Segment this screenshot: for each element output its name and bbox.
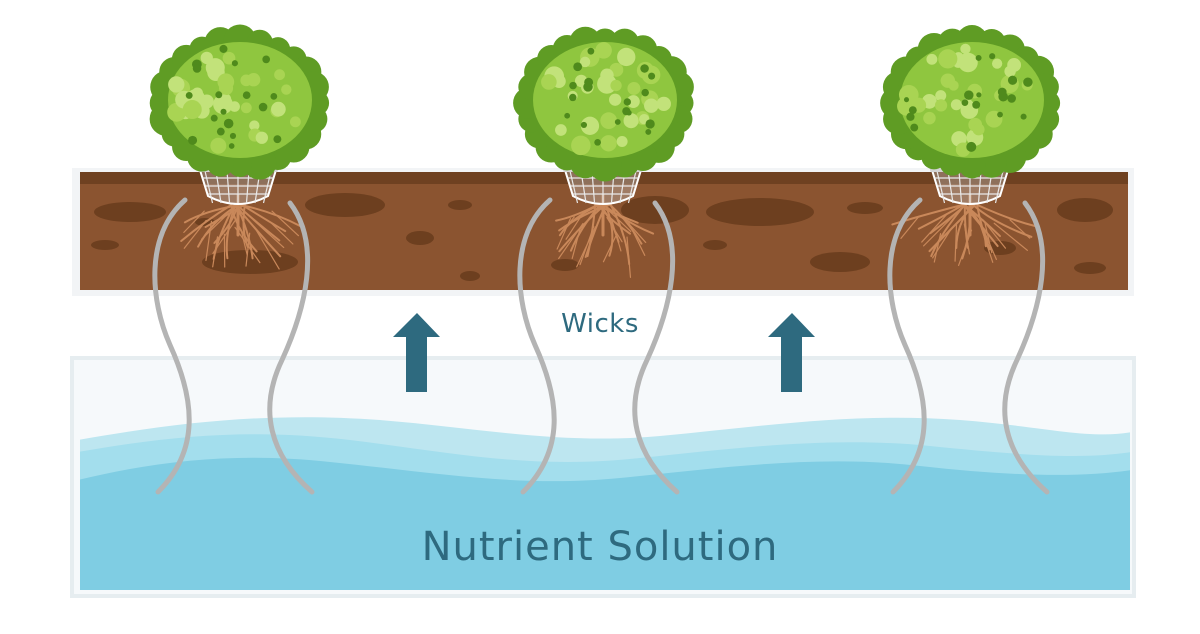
wicks-label: Wicks bbox=[520, 309, 680, 339]
plants bbox=[150, 25, 1060, 182]
plant-icon bbox=[513, 27, 694, 182]
plant-icon bbox=[880, 25, 1060, 178]
nutrient-solution-label: Nutrient Solution bbox=[300, 524, 900, 570]
plant-icon bbox=[150, 25, 329, 180]
